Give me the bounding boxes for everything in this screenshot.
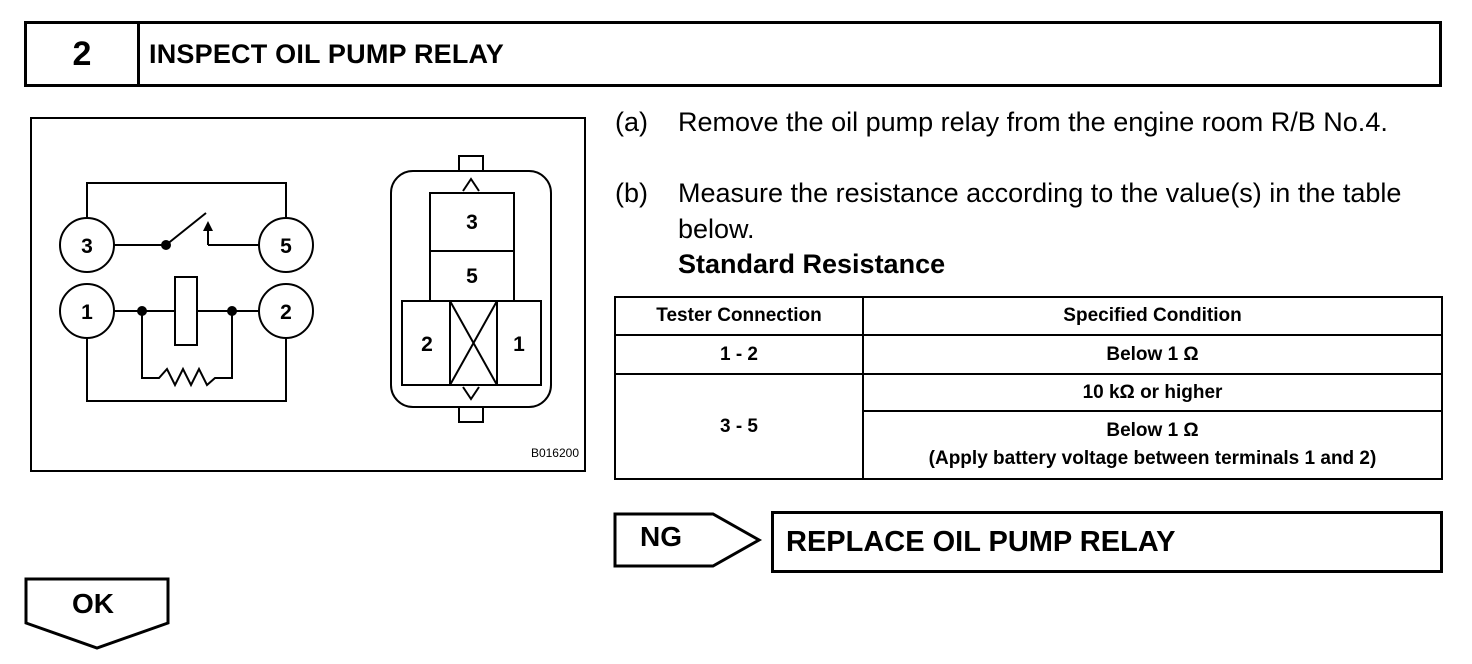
standard-resistance-heading: Standard Resistance xyxy=(678,249,946,279)
instruction-b-text: Measure the resistance according to the … xyxy=(678,178,1402,244)
figure-code: B016200 xyxy=(531,446,579,460)
instruction-b-label: (b) xyxy=(615,178,648,208)
switch-pivot-dot xyxy=(161,240,171,250)
ng-label: NG xyxy=(640,521,682,552)
relay-diagram: 3 5 1 2 3 5 2 1 B016200 xyxy=(59,155,579,460)
table-cell-condition: Below 1 Ω (Apply battery voltage between… xyxy=(862,410,1443,480)
schematic-terminal-5: 5 xyxy=(280,235,292,258)
schematic-wire-top xyxy=(86,182,287,217)
instruction-b: (b) Measure the resistance according to … xyxy=(615,175,1445,247)
table-header-row: Tester Connection Specified Condition xyxy=(614,296,1443,336)
resistance-table: Tester Connection Specified Condition 1 … xyxy=(614,296,1443,480)
junction-dot-right xyxy=(227,306,237,316)
table-cell-condition: 10 kΩ or higher xyxy=(862,373,1443,412)
schematic-wire-bottom xyxy=(86,336,287,402)
table-row: 3 - 5 10 kΩ or higher xyxy=(614,373,1443,480)
schematic-terminal-2: 2 xyxy=(280,301,292,324)
table-cell-condition: Below 1 Ω xyxy=(862,334,1443,375)
connector-terminal-3: 3 xyxy=(466,211,478,234)
terminal-circle-3 xyxy=(59,217,115,273)
table-row: Below 1 Ω (Apply battery voltage between… xyxy=(615,410,1443,480)
resistor xyxy=(141,311,233,388)
step-title: INSPECT OIL PUMP RELAY xyxy=(149,38,504,69)
table-cell-condition-note: (Apply battery voltage between terminals… xyxy=(928,448,1377,469)
instruction-a-label: (a) xyxy=(615,107,648,137)
table-header-connection: Tester Connection xyxy=(614,296,864,336)
table-header-condition: Specified Condition xyxy=(862,296,1443,336)
ok-label: OK xyxy=(72,588,114,619)
coil xyxy=(174,276,198,346)
table-cell-connection: 1 - 2 xyxy=(614,334,864,375)
table-cell-connection: 3 - 5 xyxy=(614,373,864,480)
ng-arrow xyxy=(613,512,763,568)
connector-terminal-1: 1 xyxy=(513,333,525,356)
junction-dot-left xyxy=(137,306,147,316)
ok-arrow xyxy=(24,577,170,650)
schematic-terminal-1: 1 xyxy=(81,301,93,324)
connector-terminal-5: 5 xyxy=(466,265,478,288)
relay-connector-view xyxy=(390,155,552,423)
schematic-wire-switch-right xyxy=(207,227,260,246)
table-cell-condition-value: Below 1 Ω xyxy=(1106,420,1199,441)
relay-figure: 3 5 1 2 3 5 2 1 B016200 xyxy=(30,117,586,472)
ng-action-box: REPLACE OIL PUMP RELAY xyxy=(771,511,1443,573)
connector-terminal-2: 2 xyxy=(421,333,433,356)
schematic-terminal-3: 3 xyxy=(81,235,93,258)
terminal-circle-2 xyxy=(258,283,314,339)
switch-contact-arrow xyxy=(203,221,213,231)
instruction-a: (a) Remove the oil pump relay from the e… xyxy=(615,104,1445,176)
table-row: 1 - 2 Below 1 Ω xyxy=(614,334,1443,375)
switch-blade xyxy=(165,212,207,246)
terminal-circle-5 xyxy=(258,217,314,273)
step-header: 2 INSPECT OIL PUMP RELAY xyxy=(24,21,1442,87)
step-number: 2 xyxy=(27,24,140,84)
instruction-a-text: Remove the oil pump relay from the engin… xyxy=(678,107,1388,137)
terminal-circle-1 xyxy=(59,283,115,339)
